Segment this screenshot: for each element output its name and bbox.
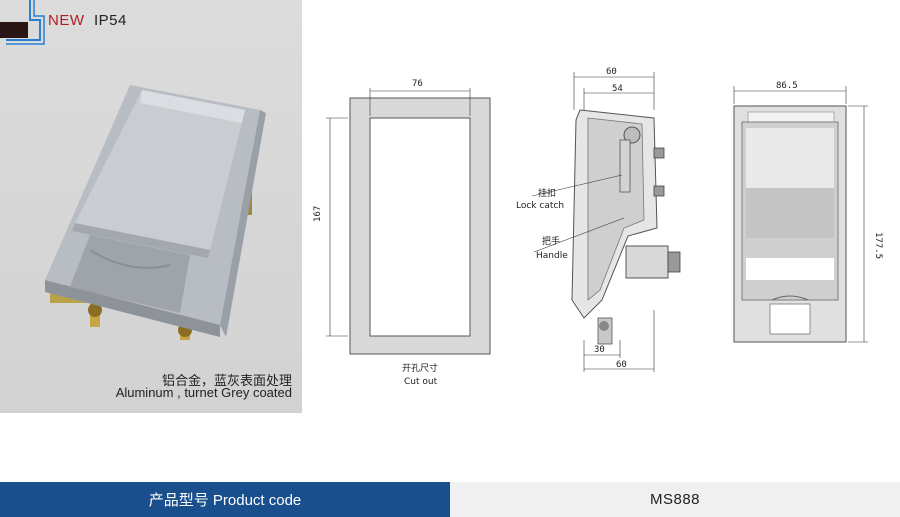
drawing-svg: 76 167 开孔尺寸 Cut out 60 54 — [313, 67, 883, 387]
front-width-dim: 86.5 — [776, 81, 798, 91]
technical-drawing: 76 167 开孔尺寸 Cut out 60 54 — [302, 0, 900, 413]
cutout-view: 76 167 开孔尺寸 Cut out — [313, 79, 491, 387]
cutout-height-dim: 167 — [313, 206, 323, 222]
new-badge: NEW — [48, 12, 85, 29]
side-view: 60 54 挂扣 Lock catch 把手 Handle 30 — [516, 67, 681, 372]
product-code-label: 产品型号 Product code — [0, 482, 450, 517]
handle-label-en: Handle — [536, 251, 568, 261]
lock-catch-label-en: Lock catch — [516, 201, 564, 211]
brand-logo-icon — [0, 0, 45, 45]
side-bottom-small-dim: 30 — [594, 345, 605, 355]
material-caption-cn: 铝合金，蓝灰表面处理 — [161, 374, 292, 389]
side-top-inner-dim: 54 — [612, 84, 623, 94]
handle-label-cn: 把手 — [542, 235, 560, 247]
front-height-dim: 177.5 — [873, 232, 883, 259]
product-code-footer: 产品型号 Product code MS888 — [0, 482, 900, 517]
cutout-width-dim: 76 — [412, 79, 423, 89]
cutout-label-cn: 开孔尺寸 — [402, 362, 438, 374]
product-photo-panel: NEW IP54 铝合金，蓝灰表面处理 Aluminum , turnet Gr… — [0, 0, 302, 413]
side-bottom-total-dim: 60 — [616, 360, 627, 370]
material-caption-en: Aluminum , turnet Grey coated — [115, 385, 292, 400]
lock-catch-label-cn: 挂扣 — [538, 187, 556, 199]
ip-rating-badge: IP54 — [94, 12, 127, 29]
product-code-value: MS888 — [450, 482, 900, 517]
product-photo — [45, 85, 266, 340]
front-view: 86.5 177.5 — [733, 81, 883, 343]
side-top-total-dim: 60 — [606, 67, 617, 77]
cutout-label-en: Cut out — [404, 377, 438, 387]
